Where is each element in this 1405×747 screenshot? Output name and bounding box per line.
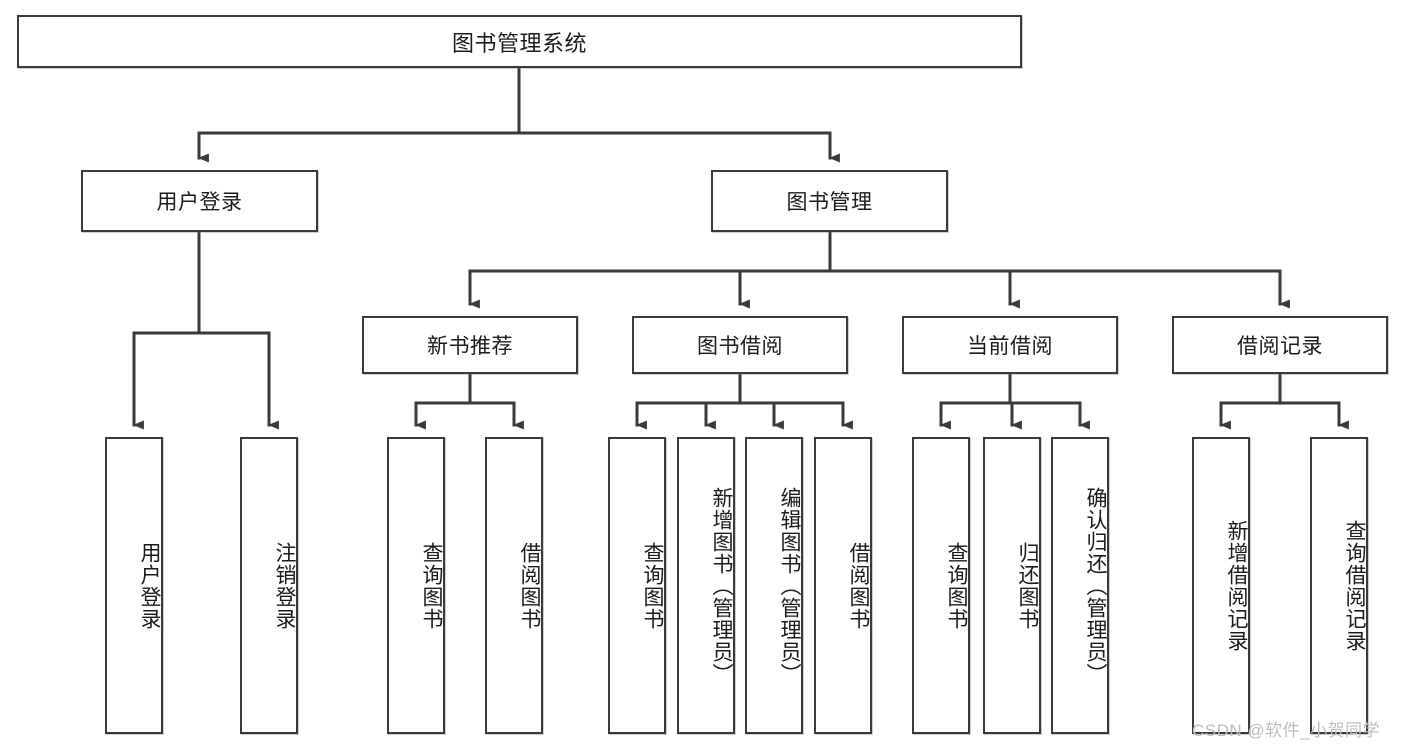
node-leaf-query-book-3[interactable]: 查询图书 <box>912 437 970 734</box>
node-leaf-add-record[interactable]: 新增借阅记录 <box>1192 437 1250 734</box>
node-leaf-borrow-book-1-label: 借阅图书 <box>518 541 541 630</box>
node-leaf-confirm-return-label: 确认归还（管理员） <box>1084 486 1107 685</box>
node-leaf-user-login[interactable]: 用户登录 <box>105 437 163 734</box>
node-current-borrow-label: 当前借阅 <box>967 335 1053 358</box>
node-root[interactable]: 图书管理系统 <box>17 15 1022 68</box>
node-leaf-user-login-label: 用户登录 <box>138 541 161 630</box>
node-leaf-add-book[interactable]: 新增图书（管理员） <box>677 437 735 734</box>
node-leaf-query-book-2-label: 查询图书 <box>641 541 664 630</box>
node-leaf-edit-book[interactable]: 编辑图书（管理员） <box>745 437 803 734</box>
node-book-borrow[interactable]: 图书借阅 <box>632 316 848 374</box>
node-book-borrow-label: 图书借阅 <box>697 335 783 358</box>
node-book-manage-label: 图书管理 <box>786 191 873 214</box>
node-user-login[interactable]: 用户登录 <box>81 170 318 232</box>
node-user-login-label: 用户登录 <box>156 191 243 214</box>
node-new-book-recommend[interactable]: 新书推荐 <box>362 316 578 374</box>
node-new-book-recommend-label: 新书推荐 <box>427 335 513 358</box>
node-current-borrow[interactable]: 当前借阅 <box>902 316 1118 374</box>
node-leaf-user-logout-label: 注销登录 <box>273 541 296 630</box>
node-leaf-user-logout[interactable]: 注销登录 <box>240 437 298 734</box>
node-leaf-query-record-label: 查询借阅记录 <box>1343 519 1366 652</box>
node-leaf-add-book-label: 新增图书（管理员） <box>710 486 733 685</box>
node-leaf-query-book-1-label: 查询图书 <box>420 541 443 630</box>
node-leaf-add-record-label: 新增借阅记录 <box>1225 519 1248 652</box>
node-leaf-query-book-3-label: 查询图书 <box>945 541 968 630</box>
node-leaf-borrow-book-2-label: 借阅图书 <box>847 541 870 630</box>
node-root-label: 图书管理系统 <box>451 30 587 56</box>
node-leaf-query-book-1[interactable]: 查询图书 <box>387 437 445 734</box>
node-borrow-record-label: 借阅记录 <box>1237 335 1323 358</box>
node-leaf-query-book-2[interactable]: 查询图书 <box>608 437 666 734</box>
node-leaf-query-record[interactable]: 查询借阅记录 <box>1310 437 1368 734</box>
csdn-watermark: CSDN @软件_小贺同学 <box>1192 721 1381 740</box>
node-leaf-borrow-book-2[interactable]: 借阅图书 <box>814 437 872 734</box>
node-leaf-confirm-return[interactable]: 确认归还（管理员） <box>1051 437 1109 734</box>
node-leaf-borrow-book-1[interactable]: 借阅图书 <box>485 437 543 734</box>
node-borrow-record[interactable]: 借阅记录 <box>1172 316 1388 374</box>
node-book-manage[interactable]: 图书管理 <box>711 170 948 232</box>
node-leaf-return-book-label: 归还图书 <box>1016 541 1039 630</box>
node-leaf-return-book[interactable]: 归还图书 <box>983 437 1041 734</box>
node-leaf-edit-book-label: 编辑图书（管理员） <box>778 486 801 685</box>
